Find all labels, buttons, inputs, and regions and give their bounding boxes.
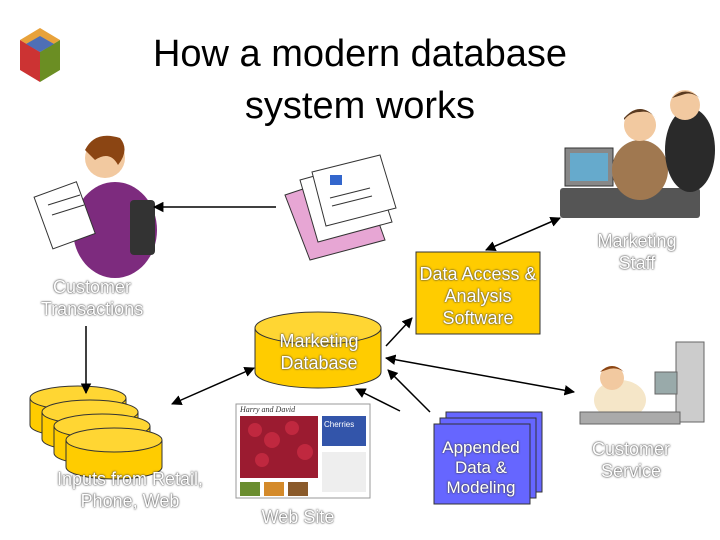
customer-transactions-label: Customer Transactions	[40, 277, 144, 319]
marketing-staff-label: Marketing Staff	[597, 231, 677, 273]
logo-cube-icon	[20, 28, 60, 82]
data-access-box	[415, 251, 541, 335]
arrow-database-appended	[387, 369, 431, 413]
customer-service-icon	[579, 341, 705, 425]
web-site-thumbnail	[235, 403, 371, 499]
appended-data-label: Appended Data & Modeling	[442, 438, 520, 497]
inputs-label: Inputs from Retail, Phone, Web	[56, 469, 204, 511]
data-access-label: Data Access & Analysis Software	[419, 264, 537, 328]
arrow-database-website	[355, 388, 401, 412]
inputs-cylinder-stack	[29, 385, 163, 480]
arrow-inputs-database	[171, 366, 255, 406]
marketing-staff-icon	[560, 90, 715, 218]
arrow-access-staff	[485, 216, 561, 252]
mail-envelopes-icon	[284, 154, 397, 261]
appended-data-stack	[433, 411, 543, 505]
customer-person-icon	[33, 135, 157, 278]
diagram-title: How a modern database system works	[152, 33, 568, 127]
web-site-feature: Cherries	[324, 420, 355, 429]
arrow-database-service	[384, 354, 576, 396]
marketing-database-label: Marketing Database	[279, 331, 359, 373]
web-site-label: Web Site	[261, 507, 335, 527]
web-site-brand: Harry and David	[240, 405, 296, 414]
arrow-database-access	[385, 317, 413, 347]
marketing-database-cylinder	[254, 311, 382, 389]
customer-service-label: Customer Service	[591, 439, 671, 481]
